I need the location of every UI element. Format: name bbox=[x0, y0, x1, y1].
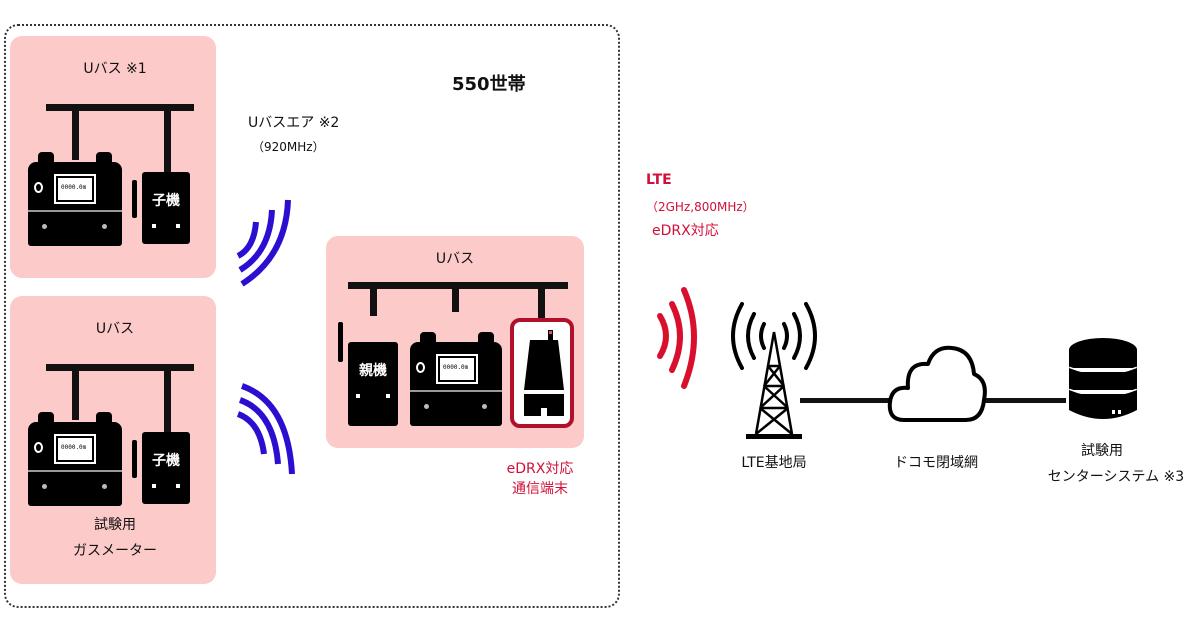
child-unit-icon: 子機 bbox=[132, 432, 190, 504]
bus-drop bbox=[370, 286, 377, 316]
test-gas-meter-caption-2: ガスメーター bbox=[73, 543, 157, 559]
link-line bbox=[800, 398, 892, 403]
gas-meter-icon: 0000.0m bbox=[410, 332, 502, 426]
bus-drop bbox=[164, 108, 171, 174]
base-station-label: LTE基地局 bbox=[741, 455, 807, 471]
household-group-frame bbox=[4, 24, 620, 608]
child-unit-icon: 子機 bbox=[132, 172, 190, 244]
test-center-label-1: 試験用 bbox=[1081, 443, 1123, 459]
link-line bbox=[984, 398, 1066, 403]
households-label: 550世帯 bbox=[452, 74, 526, 95]
edrx-terminal-caption-1: eDRX対応 bbox=[506, 461, 574, 477]
lte-edrx-support: eDRX対応 bbox=[652, 223, 719, 239]
radio-wave-icon-upper bbox=[236, 199, 291, 287]
bus-drop bbox=[164, 368, 171, 434]
edrx-terminal-caption-2: 通信端末 bbox=[512, 481, 568, 497]
edrx-terminal-icon bbox=[524, 330, 564, 416]
bus-drop bbox=[72, 368, 79, 420]
docomo-closed-network-label: ドコモ閉域網 bbox=[894, 455, 978, 471]
ubus-panel-top-left-title: Uバス ※1 bbox=[83, 61, 147, 77]
ubus-air-label: Uバスエア ※2 bbox=[248, 115, 340, 131]
edrx-terminal-frame bbox=[510, 318, 574, 428]
test-center-label-2: センターシステム ※3 bbox=[1047, 469, 1185, 485]
bus-drop bbox=[538, 286, 545, 318]
child-unit-label: 子機 bbox=[152, 453, 180, 469]
ubus-panel-bottom-left-title: Uバス bbox=[95, 321, 135, 337]
bus-line bbox=[46, 104, 194, 111]
bus-line bbox=[348, 282, 568, 289]
bus-drop bbox=[452, 286, 459, 312]
ubus-air-frequency: （920MHz） bbox=[252, 140, 325, 154]
lte-frequency: （2GHz,800MHz） bbox=[646, 200, 755, 214]
child-unit-label: 子機 bbox=[152, 193, 180, 209]
lte-tower-icon bbox=[731, 302, 817, 439]
database-icon bbox=[1068, 338, 1138, 419]
bus-drop bbox=[72, 108, 79, 160]
ubus-panel-center-title: Uバス bbox=[435, 251, 475, 267]
cloud-icon bbox=[887, 345, 987, 422]
gas-meter-icon: 0000.0m bbox=[28, 152, 122, 246]
test-gas-meter-caption-1: 試験用 bbox=[94, 517, 136, 533]
lte-wave-icon bbox=[657, 287, 697, 389]
radio-wave-icon-lower bbox=[236, 383, 295, 475]
gas-meter-icon: 0000.0m bbox=[28, 412, 122, 506]
bus-line bbox=[46, 364, 194, 371]
lte-label: LTE bbox=[646, 172, 672, 188]
parent-unit-icon: 親機 bbox=[338, 322, 398, 426]
parent-unit-label: 親機 bbox=[359, 363, 387, 379]
